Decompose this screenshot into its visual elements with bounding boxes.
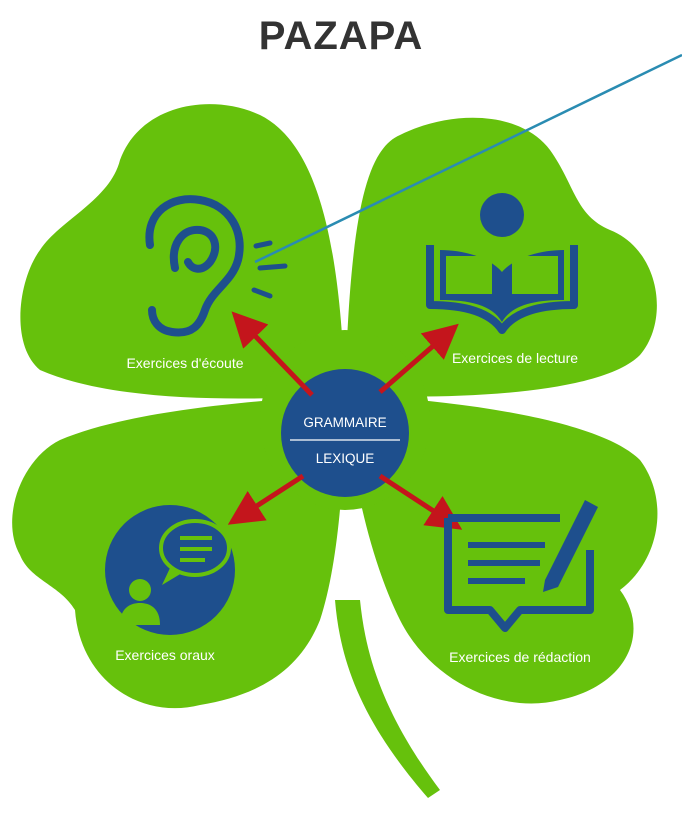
speaking-person-icon xyxy=(105,505,235,635)
arrow-to-oraux xyxy=(227,473,305,525)
center-circle: GRAMMAIRE LEXIQUE xyxy=(281,369,409,497)
label-redaction: Exercices de rédaction xyxy=(449,649,591,665)
reading-person-icon xyxy=(426,193,578,334)
center-label-top: GRAMMAIRE xyxy=(303,415,386,430)
pointer-line xyxy=(254,53,682,264)
label-ecoute: Exercices d'écoute xyxy=(126,355,243,371)
writing-document-icon xyxy=(444,500,598,632)
page-title: PAZAPA xyxy=(258,14,424,58)
arrow-to-lecture xyxy=(378,323,459,394)
leaf-bottom-right xyxy=(345,395,658,704)
ear-icon xyxy=(145,195,288,337)
label-oraux: Exercices oraux xyxy=(115,647,215,663)
center-label-bottom: LEXIQUE xyxy=(316,451,375,466)
arrow-to-ecoute xyxy=(231,311,314,397)
clover-stem xyxy=(335,600,440,798)
label-lecture: Exercices de lecture xyxy=(452,350,578,366)
